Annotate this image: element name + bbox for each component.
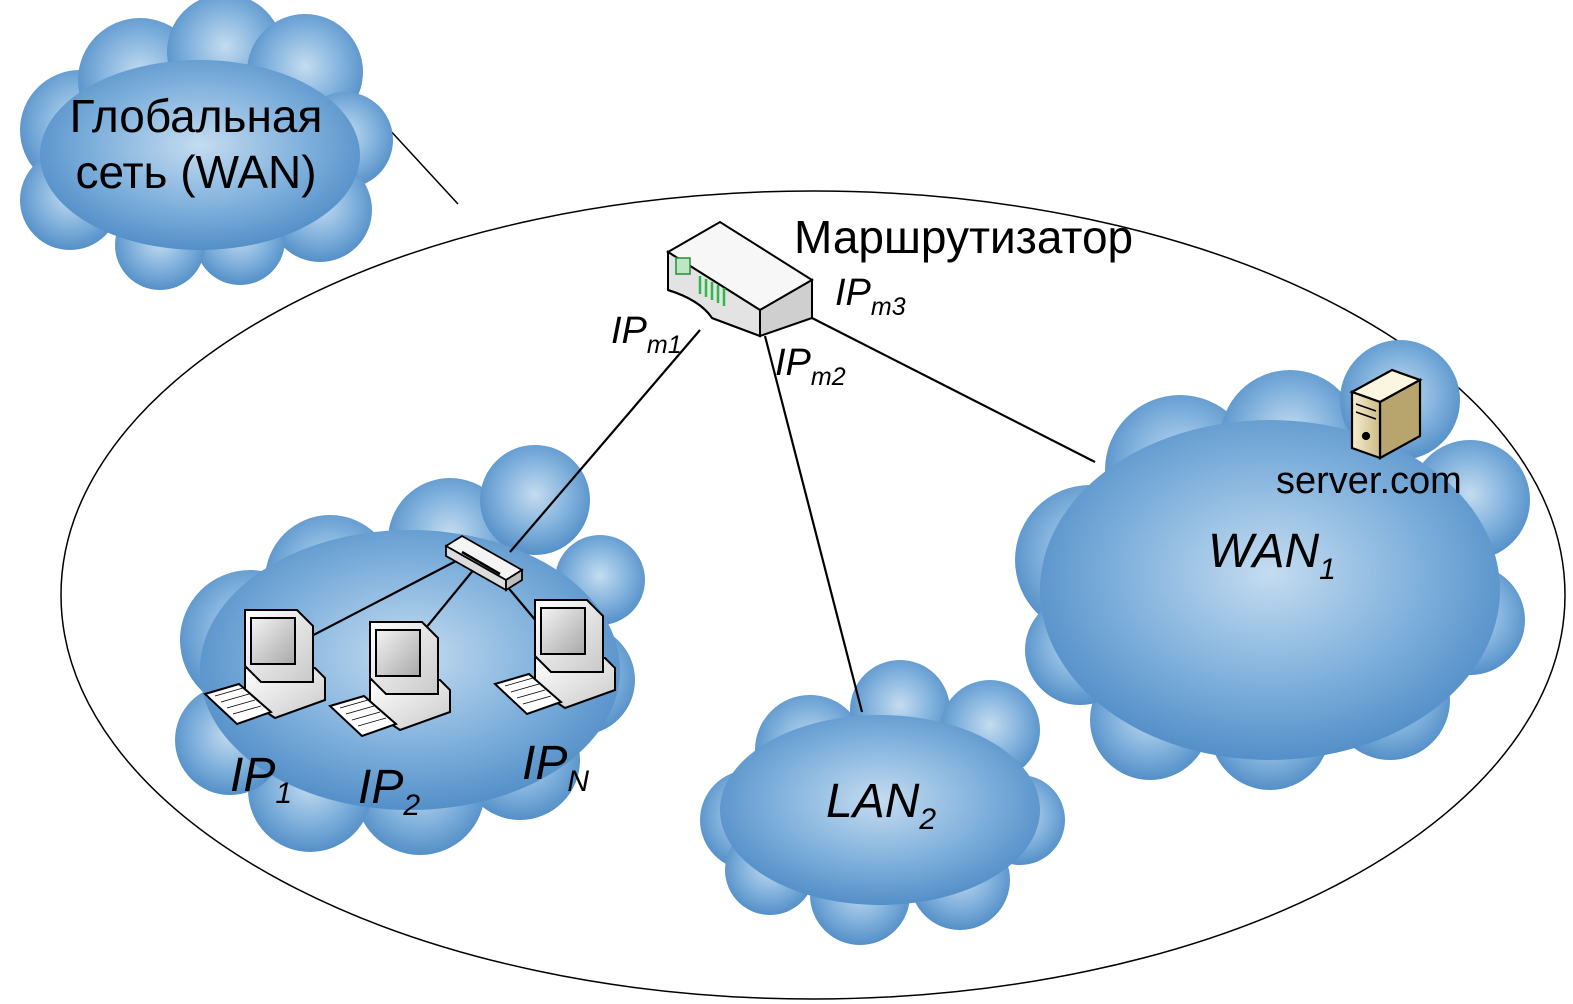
host-ipn-label: IPN bbox=[522, 737, 590, 798]
server-icon bbox=[1349, 368, 1423, 460]
links bbox=[299, 317, 1096, 713]
server-label: server.com bbox=[1276, 460, 1462, 502]
router-icon bbox=[666, 220, 814, 338]
wan-cloud bbox=[20, 0, 393, 290]
router-port-m3-label: IPm3 bbox=[835, 272, 906, 321]
router-port-m1-label: IPm1 bbox=[611, 310, 682, 359]
wan1-label: WAN1 bbox=[1208, 525, 1336, 586]
link-router-wan1 bbox=[811, 317, 1096, 463]
pcn-icon bbox=[493, 599, 616, 716]
host-ip1-label: IP1 bbox=[230, 749, 293, 810]
router-title: Маршрутизатор bbox=[794, 211, 1134, 263]
network-boundary bbox=[60, 190, 1566, 1000]
wan-cloud-line2: сеть (WAN) bbox=[75, 146, 317, 198]
lan2-cloud bbox=[700, 660, 1065, 945]
router-port-m2-label: IPm2 bbox=[775, 342, 846, 391]
host-ip2-label: IP2 bbox=[358, 761, 421, 822]
wan-cloud-line1: Глобальная bbox=[69, 90, 323, 142]
pc2-icon bbox=[328, 621, 451, 738]
link-router-switch bbox=[509, 329, 701, 553]
wan-cloud-label: Глобальная сеть (WAN) bbox=[0, 88, 392, 200]
lan2-label: LAN2 bbox=[826, 775, 937, 836]
switch-icon bbox=[444, 534, 524, 592]
wan1-cloud bbox=[1015, 340, 1530, 790]
pc1-icon bbox=[203, 609, 326, 726]
link-router-lan2 bbox=[763, 335, 864, 713]
wan-connector-line bbox=[387, 127, 459, 205]
link-switch-pc1 bbox=[299, 559, 459, 643]
